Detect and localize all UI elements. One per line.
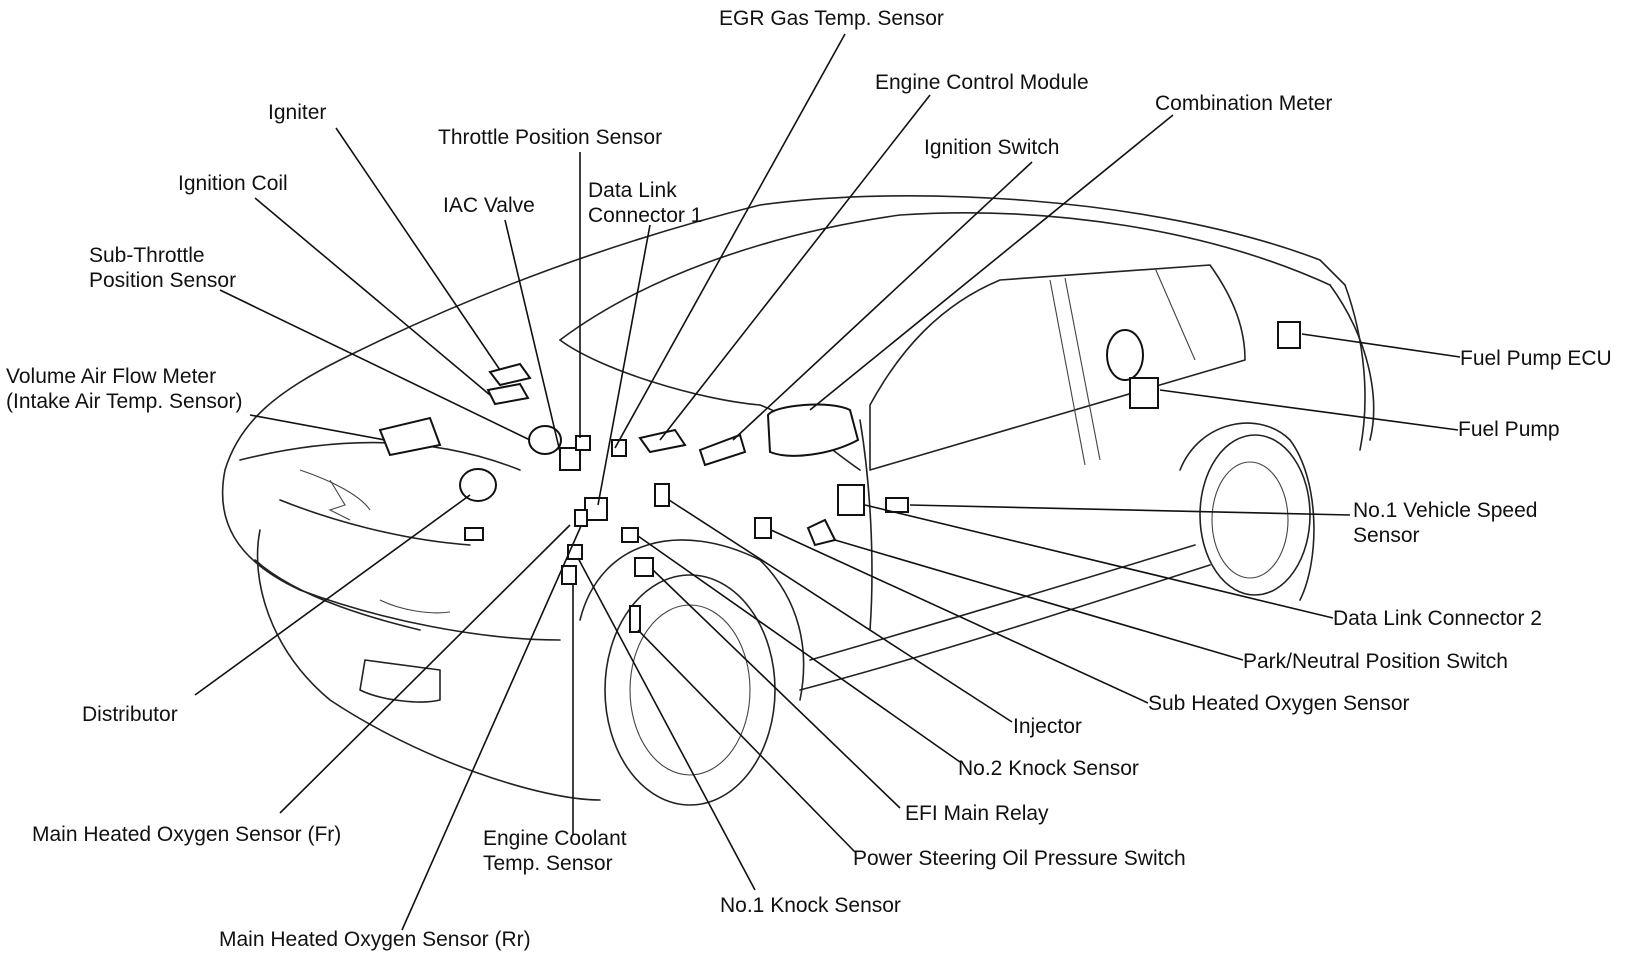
label-fuel-pump-ecu: Fuel Pump ECU [1460,347,1612,370]
sub-heated-oxygen-sensor-shape [754,517,772,539]
fuel-pump-shape [1129,377,1159,409]
power-steering-switch-shape [629,605,641,633]
label-coolant-line-2: Temp. Sensor [483,852,613,875]
label-ignition-switch: Ignition Switch [924,136,1060,159]
no2-knock-sensor-shape [621,527,639,543]
label-data-link-connector-1-line-2: Connector 1 [588,204,703,227]
car-body-outline [221,194,1375,806]
igniter-shape [488,362,532,387]
combination-meter-shape [766,403,860,457]
label-combination-meter: Combination Meter [1155,92,1333,115]
vehicle-speed-sensor-shape [885,497,909,513]
label-volume-air-flow-meter: Volume Air Flow Meter (Intake Air Temp. … [6,364,243,414]
label-vehicle-speed-line-2: Sensor [1353,524,1420,547]
label-throttle-position-sensor: Throttle Position Sensor [438,126,663,149]
fuel-pump-tank-shape [1106,329,1144,381]
main-o2-sensor-fr-shape [464,527,484,541]
label-injector: Injector [1013,715,1082,738]
throttle-position-sensor-shape [575,435,591,451]
label-data-link-connector-1: Data Link Connector 1 [588,178,702,228]
label-sub-throttle-line-1: Sub-Throttle [89,244,205,267]
data-link-connector-2-shape [837,484,865,516]
sub-throttle-sensor-shape [528,425,562,455]
air-flow-meter-shape [378,416,442,457]
efi-main-relay-shape [634,557,654,577]
coolant-temp-sensor-shape [561,565,577,585]
component-shapes [378,321,1301,633]
label-no2-knock-sensor: No.2 Knock Sensor [958,757,1139,780]
label-sub-heated-oxygen-sensor: Sub Heated Oxygen Sensor [1148,692,1410,715]
label-vehicle-speed-line-1: No.1 Vehicle Speed [1353,499,1538,522]
label-coolant-line-1: Engine Coolant [483,827,627,850]
label-data-link-connector-2: Data Link Connector 2 [1333,607,1542,630]
data-link-connector-1-shape [584,497,608,521]
label-sub-throttle-position-sensor: Sub-Throttle Position Sensor [89,243,236,293]
label-efi-main-relay: EFI Main Relay [905,802,1049,825]
label-fuel-pump: Fuel Pump [1458,418,1560,441]
main-o2-sensor-rr-shape [574,509,588,527]
label-data-link-connector-1-line-1: Data Link [588,179,677,202]
park-neutral-switch-shape [806,518,837,547]
leader-lines [194,33,1461,931]
label-air-flow-meter-line-2: (Intake Air Temp. Sensor) [6,390,243,413]
label-ignition-coil: Ignition Coil [178,172,288,195]
label-main-heated-oxygen-sensor-fr: Main Heated Oxygen Sensor (Fr) [32,823,342,846]
fuel-pump-ecu-shape [1277,321,1301,349]
label-park-neutral-position-switch: Park/Neutral Position Switch [1243,650,1508,673]
label-sub-throttle-line-2: Position Sensor [89,269,237,292]
distributor-shape [459,468,497,502]
injector-shape [654,483,670,507]
label-igniter: Igniter [268,101,327,124]
label-engine-control-module: Engine Control Module [875,71,1089,94]
label-no1-vehicle-speed-sensor: No.1 Vehicle Speed Sensor [1353,498,1537,548]
label-no1-knock-sensor: No.1 Knock Sensor [720,894,901,917]
ignition-coil-shape [486,382,530,406]
label-iac-valve: IAC Valve [443,194,535,217]
engine-control-module-shape [638,428,687,454]
iac-valve-shape [559,447,581,471]
label-egr-gas-temp-sensor: EGR Gas Temp. Sensor [719,7,944,30]
label-engine-coolant-temp-sensor: Engine Coolant Temp. Sensor [483,826,627,876]
label-power-steering-oil-pressure-switch: Power Steering Oil Pressure Switch [853,847,1186,870]
label-distributor: Distributor [82,703,178,726]
ignition-switch-shape [698,433,747,467]
label-air-flow-meter-line-1: Volume Air Flow Meter [6,365,217,388]
label-main-heated-oxygen-sensor-rr: Main Heated Oxygen Sensor (Rr) [219,928,531,951]
